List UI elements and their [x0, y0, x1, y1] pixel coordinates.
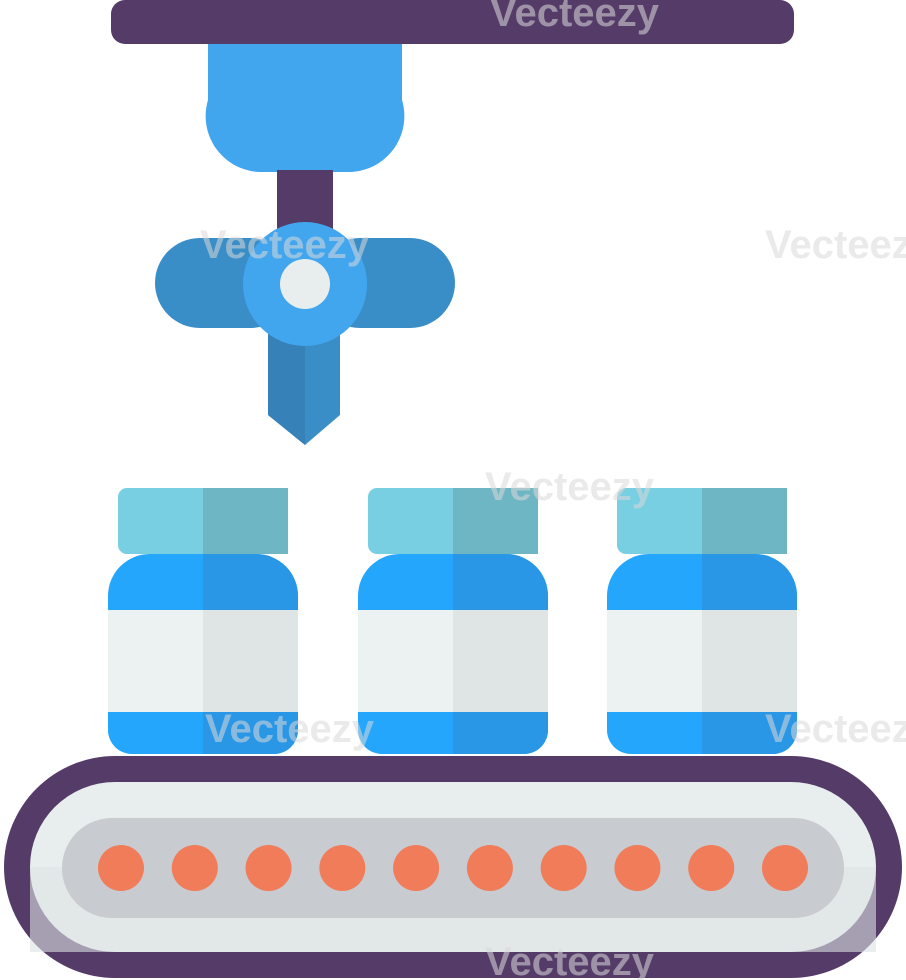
watermark-text: Vecteezy: [205, 707, 375, 751]
bottle-3: [607, 488, 797, 754]
belt-roller: [762, 845, 808, 891]
belt-roller: [98, 845, 144, 891]
belt-roller: [393, 845, 440, 891]
belt-roller: [540, 845, 587, 891]
belt-roller: [688, 845, 735, 891]
watermark-text: Vecteezy: [200, 223, 370, 267]
bottle-cap-shade: [453, 488, 538, 554]
watermark-text: Vecteezy: [765, 707, 906, 751]
bottle-label-shade: [203, 610, 298, 712]
bottle-label-shade: [702, 610, 797, 712]
belt-roller: [614, 845, 661, 891]
watermark-text: Vecteezy: [490, 0, 660, 35]
watermark-text: Vecteezy: [765, 223, 906, 267]
arm-nozzle-shade: [268, 330, 305, 445]
bottle-1: [108, 488, 298, 754]
watermark-text: Vecteezy: [485, 940, 655, 980]
arm-mount: [205, 44, 405, 173]
conveyor-belt: [4, 756, 902, 978]
overhead-rail: [111, 0, 794, 44]
watermark-text: Vecteezy: [485, 465, 655, 509]
bottle-cap-shade: [702, 488, 787, 554]
belt-roller: [171, 845, 218, 891]
belt-rollers: [98, 845, 808, 891]
robotic-arm: [155, 44, 455, 445]
belt-track: [62, 818, 844, 918]
belt-roller: [466, 845, 513, 891]
bottle-cap-shade: [203, 488, 288, 554]
bottle-label-shade: [453, 610, 548, 712]
bottle-2: [358, 488, 548, 754]
belt-roller: [319, 845, 366, 891]
arm-joint-center: [280, 259, 330, 309]
belt-roller: [245, 845, 292, 891]
